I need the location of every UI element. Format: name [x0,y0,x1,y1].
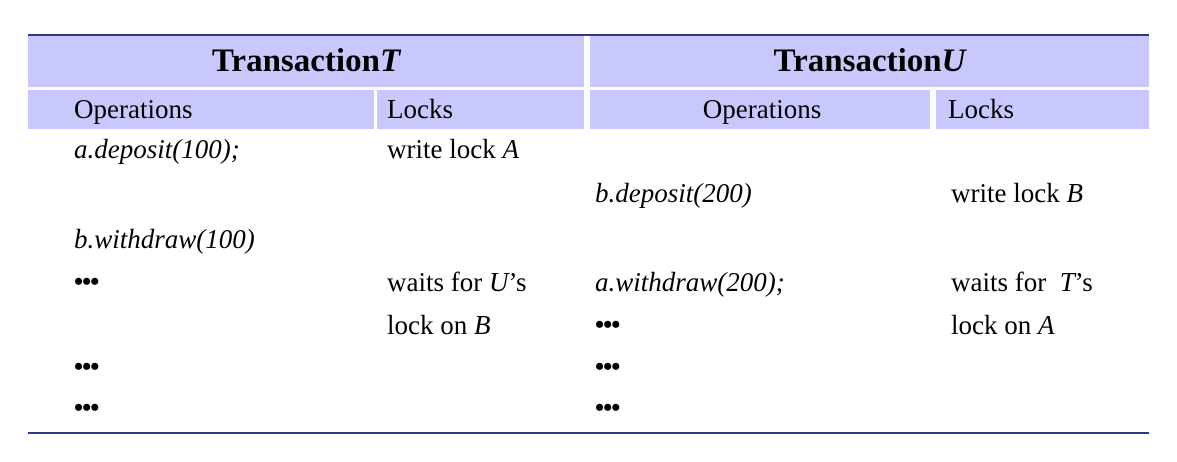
u-lock-var: T [1059,266,1075,297]
u-ellipsis: ••• [595,352,620,381]
u-lock-text: lock on [951,309,1038,340]
transaction-t-header: Transaction T [28,36,584,87]
t-operation: a.deposit(100); [74,133,240,164]
table-row: b.withdraw(100) [28,217,1149,261]
t-ellipsis: ••• [74,352,99,381]
t-ellipsis: ••• [74,267,99,296]
table-row: a.deposit(100); write lock A [28,129,1149,169]
header-row: Transaction T Transaction U [28,36,1149,87]
t-ellipsis: ••• [74,393,99,422]
top-rule [28,34,1149,36]
t-lock: lock on B [377,309,587,340]
u-operations-header: Operations [590,90,930,129]
u-lock: lock on A [933,309,1149,340]
u-lock: write lock B [933,177,1149,208]
u-operation: a.withdraw(200); [595,266,785,297]
t-lock-text: lock on [387,309,474,340]
t-lock: write lock A [377,133,587,164]
t-lock-var: B [474,309,491,340]
u-locks-header: Locks [936,90,1149,129]
t-lock: waits for U’s [377,266,587,297]
t-lock-var: U [488,266,509,297]
table-row: ••• ••• [28,347,1149,387]
transaction-t-var: T [379,43,401,79]
subheader-row: Operations Locks Operations Locks [28,90,1149,129]
u-lock-text: waits for [951,266,1060,297]
bottom-rule [28,432,1149,434]
t-lock-suffix: ’s [508,266,527,297]
t-operation: b.withdraw(100) [74,223,255,254]
table-row: b.deposit(200) write lock B [28,169,1149,217]
u-lock-var: A [1038,309,1055,340]
t-operations-header: Operations [28,90,374,129]
u-lock-text: write lock [951,177,1067,208]
transaction-u-label: Transaction [773,43,942,79]
u-lock-var: B [1066,177,1083,208]
table-body: a.deposit(100); write lock A b.deposit(2… [28,129,1149,429]
lock-table: Transaction T Transaction U Operations L… [28,34,1149,434]
u-lock: waits for T’s [933,266,1149,297]
t-lock-text: write lock [387,133,503,164]
u-lock-suffix: ’s [1074,266,1093,297]
t-locks-header: Locks [377,90,584,129]
t-lock-var: A [502,133,519,164]
transaction-u-header: Transaction U [590,36,1149,87]
u-operation: b.deposit(200) [595,177,752,208]
u-ellipsis: ••• [595,310,620,339]
table-row: ••• ••• [28,387,1149,429]
transaction-t-label: Transaction [211,43,380,79]
table-row: lock on B ••• lock on A [28,303,1149,347]
transaction-u-var: U [941,43,966,79]
t-lock-text: waits for [387,266,489,297]
table-row: ••• waits for U’s a.withdraw(200); waits… [28,261,1149,303]
u-ellipsis: ••• [595,393,620,422]
